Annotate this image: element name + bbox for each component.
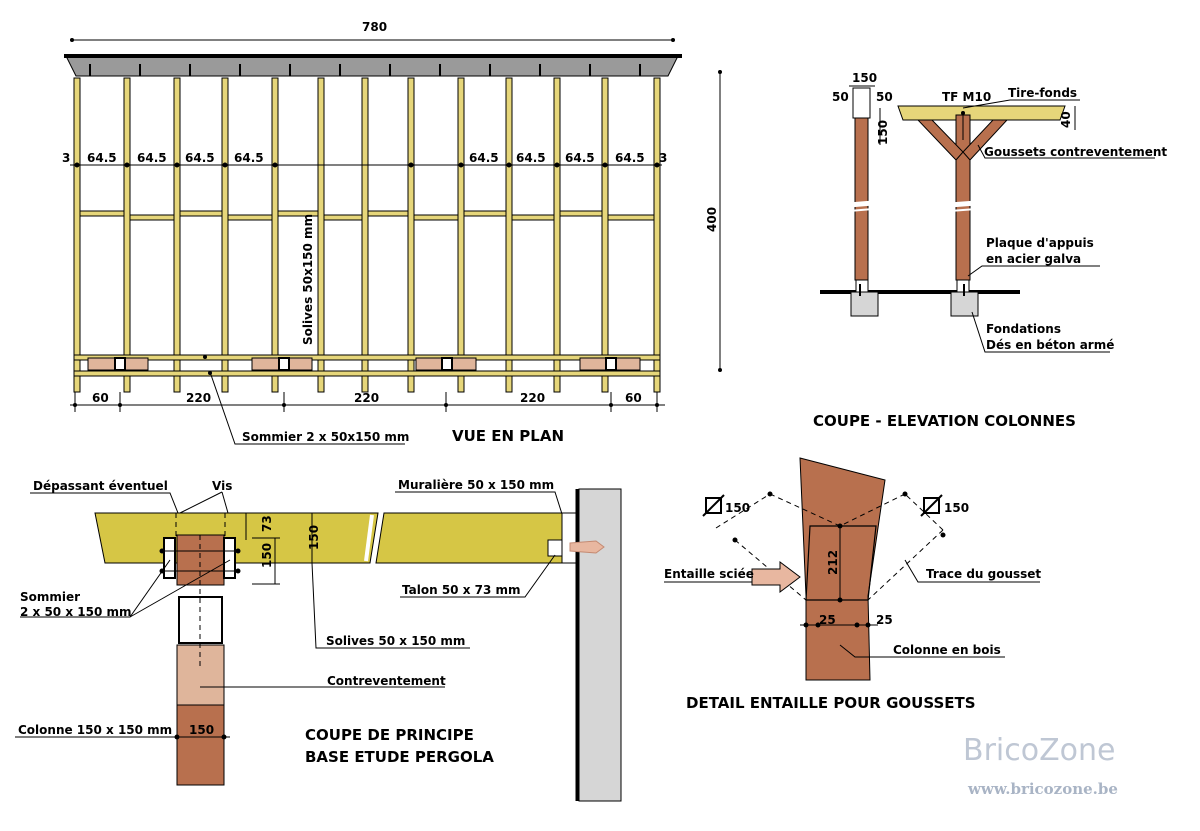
beam-back bbox=[73, 370, 661, 377]
watermark-url: www.bricozone.be bbox=[967, 780, 1118, 798]
right-brace bbox=[962, 119, 1009, 161]
elev-dim-150v: 150 bbox=[876, 120, 890, 145]
bottom-dim-ticks bbox=[73, 392, 659, 412]
beam-cross bbox=[897, 105, 1066, 121]
bottom-dim-2: 220 bbox=[354, 391, 379, 405]
bottom-dim-0: 60 bbox=[92, 391, 109, 405]
wall-plate bbox=[65, 55, 679, 77]
column-top bbox=[176, 534, 225, 586]
elevation-title: COUPE - ELEVATION COLONNES bbox=[813, 412, 1076, 430]
detail-dim-212: 212 bbox=[826, 550, 840, 575]
elev-dim-150: 150 bbox=[852, 71, 877, 85]
detail-colonne: Colonne en bois bbox=[893, 643, 1001, 657]
elev-fond1: Fondations bbox=[986, 322, 1061, 336]
left-foundation bbox=[850, 291, 879, 317]
section-dim-73: 73 bbox=[260, 515, 274, 532]
detail-trace: Trace du gousset bbox=[926, 567, 1041, 581]
talon bbox=[547, 539, 563, 557]
elev-plaque1: Plaque d'appuis bbox=[986, 236, 1094, 250]
section-dim-150b: 150 bbox=[307, 525, 321, 550]
watermark-brand: BricoZone bbox=[963, 733, 1115, 768]
detail-view: 150 150 212 Entaille sciée Trace du gous… bbox=[664, 457, 1041, 712]
column-bottom bbox=[176, 704, 225, 786]
ground-line bbox=[820, 290, 1020, 294]
spacing-dots bbox=[74, 162, 660, 168]
spacing-left-3: 64.5 bbox=[185, 151, 215, 165]
spacing-left-4: 64.5 bbox=[234, 151, 264, 165]
sommier-right bbox=[223, 537, 236, 579]
wall-plate-screws bbox=[89, 64, 641, 76]
section-view: 73 150 150 Dépassant éventuel Vis Murali… bbox=[15, 478, 622, 802]
section-sommier1: Sommier bbox=[20, 590, 80, 604]
spacing-right-0: 64.5 bbox=[469, 151, 499, 165]
section-dim-col: 150 bbox=[189, 723, 214, 737]
anchor-bolt bbox=[569, 540, 605, 554]
beam-leader bbox=[209, 371, 405, 445]
blocking bbox=[79, 210, 655, 221]
beam-label: Sommier 2 x 50x150 mm bbox=[242, 430, 409, 444]
detail-title: DETAIL ENTAILLE POUR GOUSSETS bbox=[686, 694, 976, 712]
elev-goussets: Goussets contreventement bbox=[984, 145, 1167, 159]
detail-dim-25a: 25 bbox=[819, 613, 836, 627]
joists bbox=[73, 77, 661, 393]
elev-dim-50b: 50 bbox=[876, 90, 893, 104]
spacing-right-1: 64.5 bbox=[516, 151, 546, 165]
plan-width-value: 780 bbox=[362, 20, 387, 34]
detail-dim-25b: 25 bbox=[876, 613, 893, 627]
spacing-right-4: 3 bbox=[659, 151, 667, 165]
spacing-right-3: 64.5 bbox=[615, 151, 645, 165]
joist-label: Solives 50x150 mm bbox=[301, 214, 315, 345]
spacing-left-2: 64.5 bbox=[137, 151, 167, 165]
watermark-logo: BricoZone www.bricozone.be bbox=[963, 733, 1118, 798]
section-colonne: Colonne 150 x 150 mm bbox=[18, 723, 172, 737]
joist-section-right bbox=[375, 512, 563, 564]
spacing-left-1: 64.5 bbox=[87, 151, 117, 165]
plan-title: VUE EN PLAN bbox=[452, 427, 564, 445]
section-sommier2: 2 x 50 x 150 mm bbox=[20, 605, 131, 619]
muraliere bbox=[561, 512, 577, 564]
elev-dim-40: 40 bbox=[1059, 111, 1073, 128]
section-muraliere: Muralière 50 x 150 mm bbox=[398, 478, 554, 492]
posts-plan bbox=[87, 357, 641, 371]
sommier-left bbox=[163, 537, 176, 579]
left-column bbox=[854, 114, 869, 281]
elev-fond2: Dés en béton armé bbox=[986, 338, 1114, 352]
detail-sq-left: 150 bbox=[725, 501, 750, 515]
bottom-dim-4: 60 bbox=[625, 391, 642, 405]
wall bbox=[578, 488, 622, 802]
section-depassant: Dépassant éventuel bbox=[33, 479, 168, 493]
section-solives: Solives 50 x 150 mm bbox=[326, 634, 465, 648]
bottom-dim-1: 220 bbox=[186, 391, 211, 405]
spacing-left-0: 3 bbox=[62, 151, 70, 165]
saw-arrow-icon bbox=[751, 561, 801, 593]
section-vis: Vis bbox=[212, 479, 232, 493]
beam-front bbox=[73, 354, 661, 361]
elev-dim-50a: 50 bbox=[832, 90, 849, 104]
left-beam-section bbox=[852, 87, 871, 119]
plan-view: 780 bbox=[62, 20, 722, 445]
elevation-view: 150 50 50 150 TF M10 Tire-fonds 40 Gouss… bbox=[813, 71, 1167, 430]
depth-value: 400 bbox=[705, 207, 719, 232]
bottom-dim-3: 220 bbox=[520, 391, 545, 405]
section-dim-150a: 150 bbox=[260, 543, 274, 568]
section-title2: BASE ETUDE PERGOLA bbox=[305, 748, 494, 766]
elev-tirefonds: Tire-fonds bbox=[1008, 86, 1077, 100]
elev-plaque2: en acier galva bbox=[986, 252, 1081, 266]
joist-section-left bbox=[94, 512, 379, 564]
left-plate bbox=[855, 279, 869, 293]
elev-tf: TF M10 bbox=[942, 90, 991, 104]
spacing-right-2: 64.5 bbox=[565, 151, 595, 165]
section-talon: Talon 50 x 73 mm bbox=[402, 583, 521, 597]
detail-entaille: Entaille sciée bbox=[664, 567, 754, 581]
detail-sq-right: 150 bbox=[944, 501, 969, 515]
section-contrevent: Contreventement bbox=[327, 674, 446, 688]
section-title1: COUPE DE PRINCIPE bbox=[305, 726, 474, 744]
